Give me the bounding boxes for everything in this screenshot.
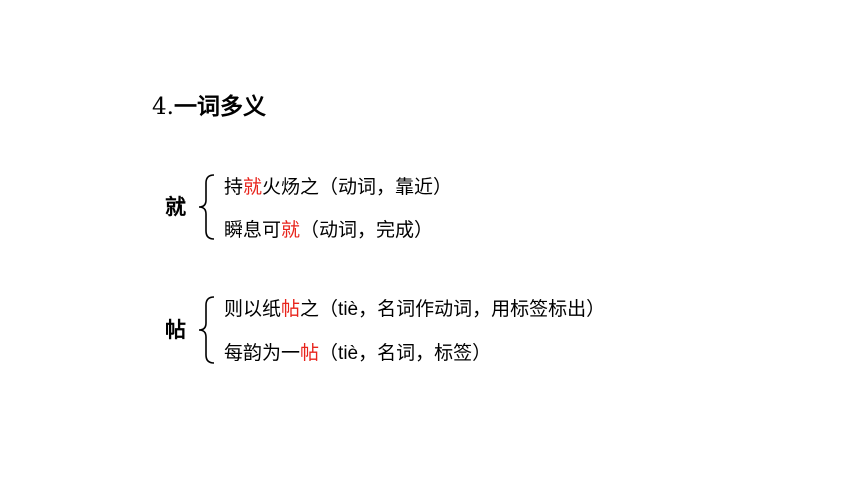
highlighted-char: 帖 <box>281 298 301 320</box>
pinyin-text: tiè <box>338 299 359 320</box>
line-text-pre: 持 <box>224 176 244 198</box>
left-brace-icon <box>198 174 215 240</box>
group-head-char: 帖 <box>165 318 186 342</box>
usage-line: 瞬息可就（动词，完成） <box>224 216 433 244</box>
highlighted-char: 就 <box>281 219 301 241</box>
pinyin-text: tiè <box>338 343 359 364</box>
usage-line: 每韵为一帖（tiè，名词，标签） <box>224 339 491 368</box>
line-text-pre: 每韵为一 <box>224 342 301 364</box>
section-heading: 4.一词多义 <box>152 90 266 124</box>
line-text-post: 火炀之（动词，靠近） <box>262 176 453 198</box>
heading-number: 4. <box>152 94 174 120</box>
line-text-post2: ，名词作动词，用标签标出） <box>358 298 606 320</box>
heading-title: 一词多义 <box>173 94 266 120</box>
line-text-post2: ，名词，标签） <box>358 342 492 364</box>
left-brace-icon <box>198 296 215 364</box>
group-head-char: 就 <box>165 195 186 219</box>
line-text-post: （ <box>319 342 339 364</box>
line-text-post: （动词，完成） <box>300 219 434 241</box>
usage-line: 持就火炀之（动词，靠近） <box>224 173 452 201</box>
line-text-post: 之（ <box>300 298 339 320</box>
highlighted-char: 就 <box>243 176 263 198</box>
usage-line: 则以纸帖之（tiè，名词作动词，用标签标出） <box>224 295 605 324</box>
line-text-pre: 瞬息可 <box>224 219 282 241</box>
highlighted-char: 帖 <box>300 342 320 364</box>
line-text-pre: 则以纸 <box>224 298 282 320</box>
